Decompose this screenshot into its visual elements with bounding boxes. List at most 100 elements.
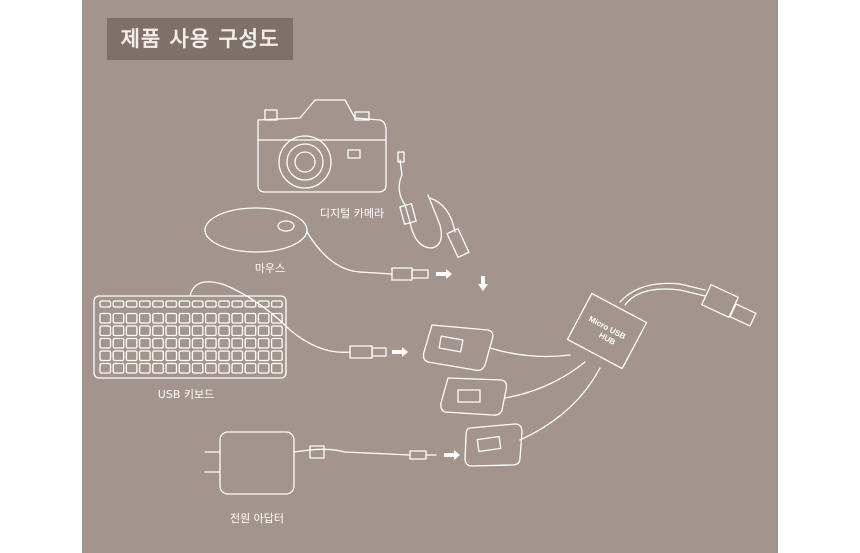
keyboard-key [178,362,191,374]
otg-adapter-3 [464,367,601,467]
otg-adapter-1 [422,324,571,372]
keyboard-key [191,312,204,324]
keyboard-key [178,300,191,308]
keyboard-key [231,325,244,337]
keyboard-key [125,350,138,362]
keyboard-key [112,300,125,308]
keyboard-key [270,325,283,337]
keyboard-key [112,350,125,362]
keyboard-key [178,312,191,324]
keyboard-key [244,325,257,337]
keyboard-key [112,337,125,349]
otg-adapter-2 [440,361,586,416]
keyboard-key [257,312,270,324]
keyboard-key [218,312,230,324]
keyboard-key [218,362,230,374]
keyboard-key [99,350,112,362]
keyboard-key [165,300,178,308]
keyboard-key [125,312,138,324]
mouse-label: 마우스 [254,262,286,275]
keyboard-key [178,350,191,362]
keyboard-key [231,337,244,349]
keyboard-key [270,362,283,374]
keyboard-key [270,312,283,324]
keyboard-key [218,337,230,349]
keyboard-key [244,350,257,362]
keyboard-key [218,325,230,337]
camera-label: 디지털 카메라 [319,207,385,220]
keyboard-key [231,350,244,362]
keyboard-key [112,312,125,324]
keyboard-key [270,300,283,308]
keyboard-key [138,337,151,349]
keyboard-key [165,325,178,337]
camera-icon [257,99,387,193]
keyboard-key [191,350,204,362]
keyboard-key [165,362,178,374]
power-adapter-icon [204,431,437,495]
camera-cable [397,151,470,258]
keyboard-key [244,337,257,349]
keyboard-key [99,337,112,349]
keyboard-key [138,325,151,337]
keyboard-key [99,312,112,324]
keyboard-key [231,362,244,374]
keyboard-key [125,300,138,308]
mouse-icon [204,207,429,281]
keyboard-key [191,362,204,374]
keyboard-key [257,362,270,374]
keyboard-key [138,300,151,308]
keyboard-key [204,312,217,324]
keyboard-key [204,337,217,349]
keyboard-label: USB 키보드 [157,388,215,401]
keyboard-key [165,350,178,362]
keyboard-key [231,312,244,324]
keyboard-key [218,350,230,362]
keyboard-key [204,362,217,374]
adapter-label: 전원 아답터 [229,512,285,525]
keyboard-key [178,337,191,349]
keyboard-key [152,350,164,362]
keyboard-key [112,325,125,337]
keyboard-key [152,337,164,349]
keyboard-key [191,300,204,308]
keyboard-key [165,312,178,324]
keyboard-key [191,325,204,337]
page-title: 제품 사용 구성도 [107,18,293,60]
keyboard-key [257,337,270,349]
keyboard-key [244,312,257,324]
keyboard-key [138,312,151,324]
arrow-right-icon [436,269,452,279]
diagram-panel [82,0,778,553]
keyboard-key [204,350,217,362]
keyboard-key [270,337,283,349]
keyboard-key [244,300,257,308]
keyboard-key [99,362,112,374]
keyboard-key [178,325,191,337]
keyboard-key [152,325,164,337]
keyboard-key [112,362,125,374]
keyboard-key [138,362,151,374]
arrow-down-icon [478,276,488,291]
keyboard-key [138,350,151,362]
micro-usb-hub: Micro USB HUB [566,282,757,370]
keyboard-key [152,312,164,324]
keyboard-key [165,337,178,349]
keyboard-key [152,300,164,308]
keyboard-key [231,300,244,308]
keyboard-key [204,325,217,337]
keyboard-key [125,362,138,374]
arrow-right-icon [392,347,408,357]
keyboard-key [99,325,112,337]
keyboard-key [125,337,138,349]
keyboard-key [204,300,217,308]
keyboard-key [191,337,204,349]
keyboard-key [152,362,164,374]
arrow-right-icon [444,450,460,460]
keyboard-key [270,350,283,362]
keyboard-key [99,300,112,308]
keyboard-key [125,325,138,337]
keyboard-key [218,300,230,308]
keyboard-key [257,350,270,362]
